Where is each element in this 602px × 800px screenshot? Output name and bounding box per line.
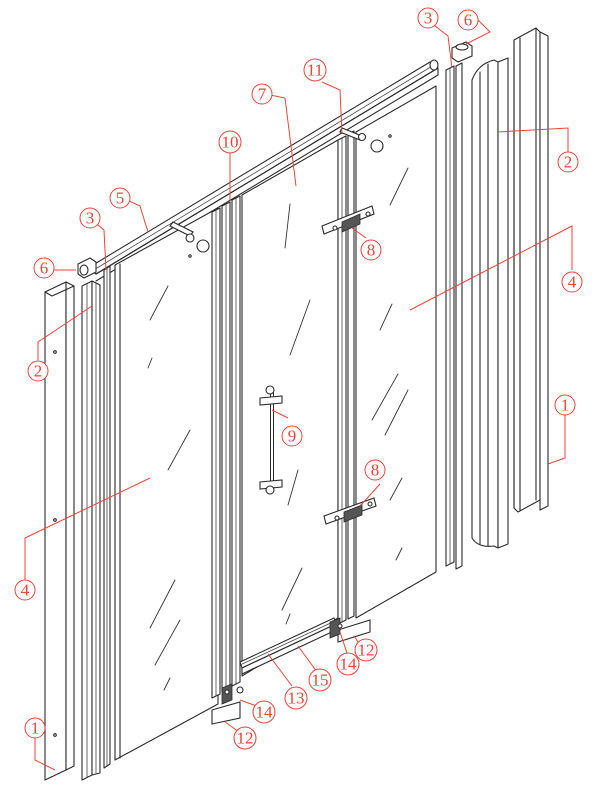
callout-5-label: 5: [116, 189, 125, 208]
right-wall-profile: [513, 27, 549, 513]
callout-2: 2: [27, 360, 49, 382]
callout-1-label: 1: [561, 396, 570, 415]
callout-10-label: 10: [222, 133, 239, 152]
callout-14-label: 14: [256, 703, 274, 722]
callout-3: 3: [417, 7, 439, 29]
callout-8-label: 8: [367, 241, 376, 260]
callout-1: 1: [554, 394, 576, 416]
leader-7: [269, 94, 297, 187]
leader-4b: [409, 225, 573, 311]
leader-1a: [34, 738, 56, 771]
left-strip: [103, 265, 111, 769]
callout-15: 15: [308, 668, 332, 692]
callout-12-label: 12: [237, 729, 254, 748]
leader-8a: [351, 227, 367, 239]
right-strip: [445, 62, 463, 570]
leader-9: [271, 409, 289, 419]
callout-3-label: 3: [86, 209, 95, 228]
callout-6-label: 6: [40, 259, 49, 278]
callout-4: 4: [14, 579, 36, 601]
callout-8: 8: [360, 239, 382, 261]
callout-2-label: 2: [564, 153, 573, 172]
bottom-pivot-right: [329, 617, 371, 643]
callout-11: 11: [303, 58, 327, 82]
callout-5: 5: [109, 187, 131, 209]
bottom-pivot-left: [211, 683, 244, 725]
leader-3b: [429, 21, 453, 69]
callout-9: 9: [281, 425, 303, 447]
callout-9-label: 9: [288, 427, 297, 446]
lower-hinge: [323, 497, 377, 525]
leader-13: [267, 653, 293, 687]
upper-pivot-pin-right: [339, 127, 367, 142]
callout-12: 12: [354, 638, 378, 662]
callout-6: 6: [33, 257, 55, 279]
leader-11: [321, 81, 343, 135]
left-wall-profile: [44, 281, 75, 781]
leader-8b: [359, 483, 381, 507]
callout-2-label: 2: [34, 362, 43, 381]
left-seal-profile: [81, 280, 101, 781]
left-glass-panel: [114, 207, 219, 761]
leader-6b: [465, 19, 491, 45]
callout-14: 14: [336, 652, 360, 676]
callout-7: 7: [251, 83, 273, 105]
left-door-stile: [211, 195, 241, 699]
callout-4: 4: [561, 271, 583, 293]
callout-14: 14: [252, 700, 276, 724]
leader-5: [126, 199, 149, 233]
right-end-cap: [451, 41, 473, 63]
callout-13: 13: [284, 686, 308, 710]
callout-7-label: 7: [258, 85, 267, 104]
callout-6-label: 6: [464, 11, 473, 30]
callout-3-label: 3: [424, 9, 433, 28]
callout-12-label: 12: [358, 641, 375, 660]
callout-8-label: 8: [371, 461, 380, 480]
callout-11-label: 11: [307, 61, 323, 80]
left-end-cap: [77, 257, 97, 279]
right-seal-profile: [471, 57, 509, 549]
callout-15-label: 15: [312, 671, 329, 690]
callout-6: 6: [457, 9, 479, 31]
right-door-stile: [337, 130, 355, 625]
door-handle: [259, 385, 283, 495]
callout-4-label: 4: [21, 581, 30, 600]
upper-pivot-pin-left: [169, 221, 195, 243]
door-glass-panel: [241, 139, 339, 677]
bottom-sweep: [239, 617, 337, 675]
callout-2: 2: [557, 151, 579, 173]
callout-14-label: 14: [340, 655, 358, 674]
callout-8: 8: [364, 459, 386, 481]
right-glass-panel: [355, 85, 437, 619]
callout-1: 1: [24, 717, 46, 739]
leader-2a: [37, 305, 93, 360]
leader-1b: [547, 415, 566, 465]
callout-4-label: 4: [568, 273, 577, 292]
leader-4a: [24, 477, 151, 580]
callout-3: 3: [79, 207, 101, 229]
callout-1-label: 1: [31, 719, 40, 738]
callout-13-label: 13: [288, 689, 305, 708]
upper-hinge: [321, 205, 375, 235]
callout-12: 12: [233, 726, 257, 750]
leader-2b: [497, 127, 569, 152]
callout-10: 10: [218, 130, 242, 154]
